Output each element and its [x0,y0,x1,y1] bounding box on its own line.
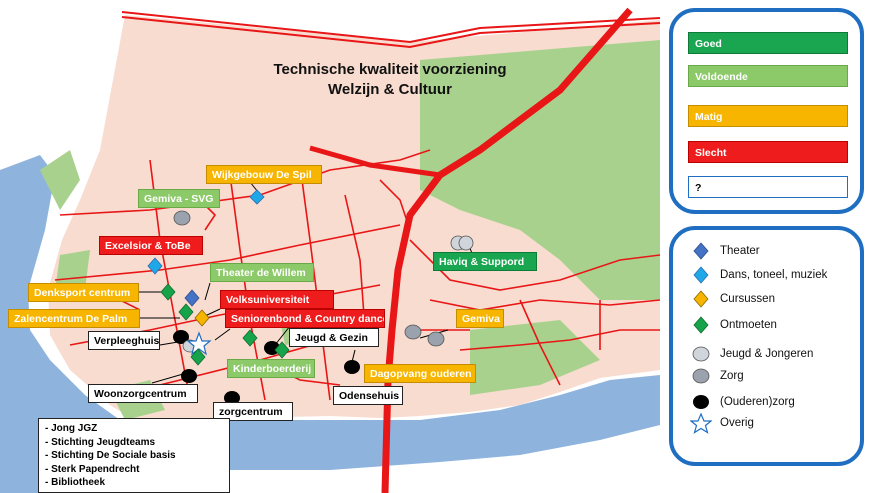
label-excelsior: Excelsior & ToBe [99,236,203,255]
circle-black-icon [181,369,197,383]
river-west [0,155,230,493]
diamond-green-icon [160,283,176,301]
legend-voldoende: Voldoende [688,65,848,87]
label-wijkgebouw: Wijkgebouw De Spil [206,165,322,184]
diamond-blue-icon [693,242,709,260]
circle-light-icon [692,346,710,362]
diamond-green-icon [274,341,290,359]
legend-label: Zorg [720,370,744,382]
circle-grey-icon [692,368,710,384]
title-line-2: Welzijn & Cultuur [328,81,452,98]
legend-label: (Ouderen)zorg [720,396,795,408]
circle-grey-icon [404,324,422,340]
park-small-1 [40,150,80,210]
org-item: Sterk Papendrecht [45,463,223,477]
legend-jeugd: Jeugd & Jongeren [690,343,813,365]
park-east [420,40,660,300]
title-line-1: Technische kwaliteit voorziening [273,61,507,78]
star-outline-icon [186,331,212,356]
legend-ouderenzorg: (Ouderen)zorg [690,391,795,413]
legend-ontmoeten: Ontmoeten [690,314,777,336]
map-title: Technische kwaliteit voorziening Welzijn… [270,60,510,100]
diamond-blue-icon [184,289,200,307]
legend-label: Cursussen [720,293,775,305]
org-item: Jong JGZ [45,422,223,436]
star-outline-icon [690,412,712,434]
circle-black-icon [693,395,709,409]
org-item: Bibliotheek [45,476,223,490]
diamond-green-icon [178,303,194,321]
legend-goed: Goed [688,32,848,54]
label-denksport: Denksport centrum [28,283,139,302]
circle-grey-icon [173,210,191,226]
label-odensehuis: Odensehuis [333,386,403,405]
park-south [470,320,600,395]
diamond-cyan-icon [147,257,163,275]
label-kinderboerderij: Kinderboerderij [227,359,315,378]
diamond-green-icon [693,316,709,334]
label-gemiva-svg: Gemiva - SVG [138,189,220,208]
circle-black-icon [344,360,360,374]
label-verpleeghuis: Verpleeghuis [88,331,160,350]
diamond-yellow-icon [693,290,709,308]
legend-label: Dans, toneel, muziek [720,269,828,281]
label-jeugd-gezin: Jeugd & Gezin [289,328,379,347]
label-zorgcentrum: zorgcentrum [213,402,293,421]
label-seniorenbond: Seniorenbond & Country dance [225,309,385,328]
main-road-branch [309,145,441,178]
label-dagopvang: Dagopvang ouderen [364,364,476,383]
diamond-cyan-icon [693,266,709,284]
label-zalencentrum: Zalencentrum De Palm [8,309,140,328]
label-volksuniversiteit: Volksuniversiteit [220,290,334,309]
diamond-green-icon [190,348,206,366]
legend-label: Ontmoeten [720,319,777,331]
label-woonzorgcentrum: Woonzorgcentrum [88,384,198,403]
org-item: Stichting De Sociale basis [45,449,223,463]
legend-matig: Matig [688,105,848,127]
label-gemiva: Gemiva [456,309,504,328]
circle-black-icon [224,391,240,405]
circle-black-icon [173,330,189,344]
railway-north-2 [121,16,661,49]
legend-overig: Overig [690,412,754,434]
legend-unknown: ? [688,176,848,198]
park-small-2 [55,250,90,290]
organisation-list: Jong JGZ Stichting Jeugdteams Stichting … [38,418,230,493]
org-item: Stichting Jeugdteams [45,436,223,450]
legend-label: Jeugd & Jongeren [720,348,814,360]
circle-grey-icon [427,331,445,347]
label-theater-willem: Theater de Willem [210,263,314,282]
legend-theater: Theater [690,240,760,262]
legend-slecht: Slecht [688,141,848,163]
river-south [230,375,660,470]
circle-light-icon [458,235,474,251]
main-road [381,7,633,493]
legend-dans: Dans, toneel, muziek [690,264,827,286]
diamond-cyan-icon [249,189,265,205]
legend-label: Theater [720,245,760,257]
legend-cursussen: Cursussen [690,288,775,310]
diamond-yellow-icon [194,309,210,327]
label-havig: Haviq & Suppord [433,252,537,271]
diamond-green-icon [242,329,258,347]
railway-north [121,11,661,44]
legend-label: Overig [720,417,754,429]
legend-zorg: Zorg [690,365,744,387]
